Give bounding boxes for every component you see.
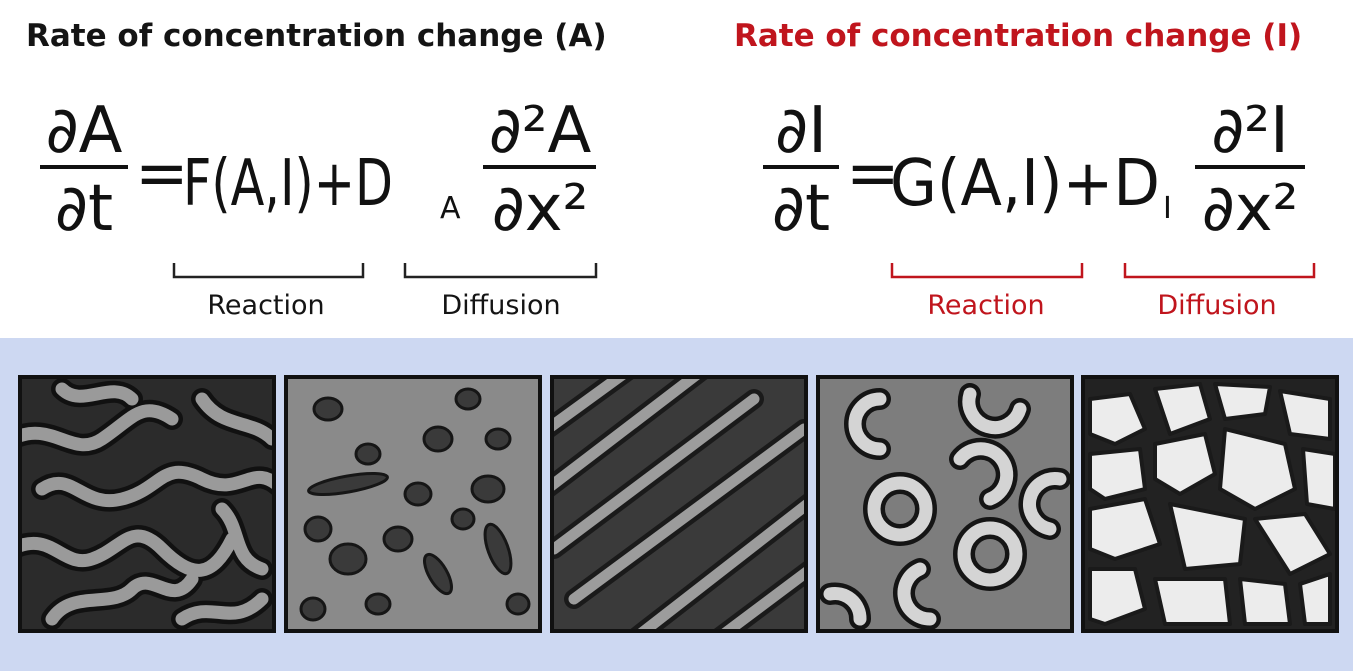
eq-a-subscript: A bbox=[440, 191, 461, 226]
eq-i-diffusion-label: Diffusion bbox=[1157, 290, 1277, 321]
eq-a-equals: = bbox=[135, 137, 189, 211]
eq-i-reaction-bracket bbox=[890, 263, 1084, 279]
eq-i-reaction-term: G(A,I)+D bbox=[890, 147, 1160, 221]
eq-i-equals: = bbox=[846, 137, 900, 211]
eq-i-subscript: I bbox=[1163, 191, 1172, 226]
eq-a-reaction-bracket bbox=[172, 263, 365, 279]
eq-i-numerator: ∂I bbox=[775, 94, 827, 168]
eq-a-denominator: ∂t bbox=[55, 172, 113, 246]
pattern-tile-rings bbox=[816, 375, 1074, 633]
eq-a-reaction-term: F(A,I)+D bbox=[183, 147, 393, 221]
pattern-tile-cells bbox=[1081, 375, 1339, 633]
pattern-tile-labyrinth bbox=[18, 375, 276, 633]
equations: ∂A ∂t = F(A,I)+D A ∂²A ∂x² ∂I ∂t = G(A,I… bbox=[40, 94, 1316, 279]
eq-a-reaction-label: Reaction bbox=[207, 290, 325, 321]
pattern-tile-stripes bbox=[550, 375, 808, 633]
eq-i-denominator: ∂t bbox=[772, 172, 830, 246]
title-inhibitor: Rate of concentration change (I) bbox=[734, 18, 1303, 54]
eq-a-numerator: ∂A bbox=[46, 94, 123, 168]
pattern-tile-spots bbox=[284, 375, 542, 633]
eq-i-diffusion-bracket bbox=[1123, 263, 1316, 279]
eq-a-diffusion-denominator: ∂x² bbox=[492, 172, 589, 246]
pattern-panel bbox=[0, 338, 1353, 671]
eq-i-diffusion-denominator: ∂x² bbox=[1202, 172, 1299, 246]
equation-activator: ∂A ∂t = F(A,I)+D A ∂²A ∂x² bbox=[40, 94, 598, 279]
eq-i-diffusion-numerator: ∂²I bbox=[1211, 94, 1289, 168]
eq-a-diffusion-label: Diffusion bbox=[441, 290, 561, 321]
title-activator: Rate of concentration change (A) bbox=[26, 18, 607, 54]
eq-a-diffusion-numerator: ∂²A bbox=[489, 94, 592, 168]
eq-a-diffusion-bracket bbox=[403, 263, 598, 279]
eq-i-reaction-label: Reaction bbox=[927, 290, 1045, 321]
equation-inhibitor: ∂I ∂t = G(A,I)+D I ∂²I ∂x² bbox=[763, 94, 1316, 279]
